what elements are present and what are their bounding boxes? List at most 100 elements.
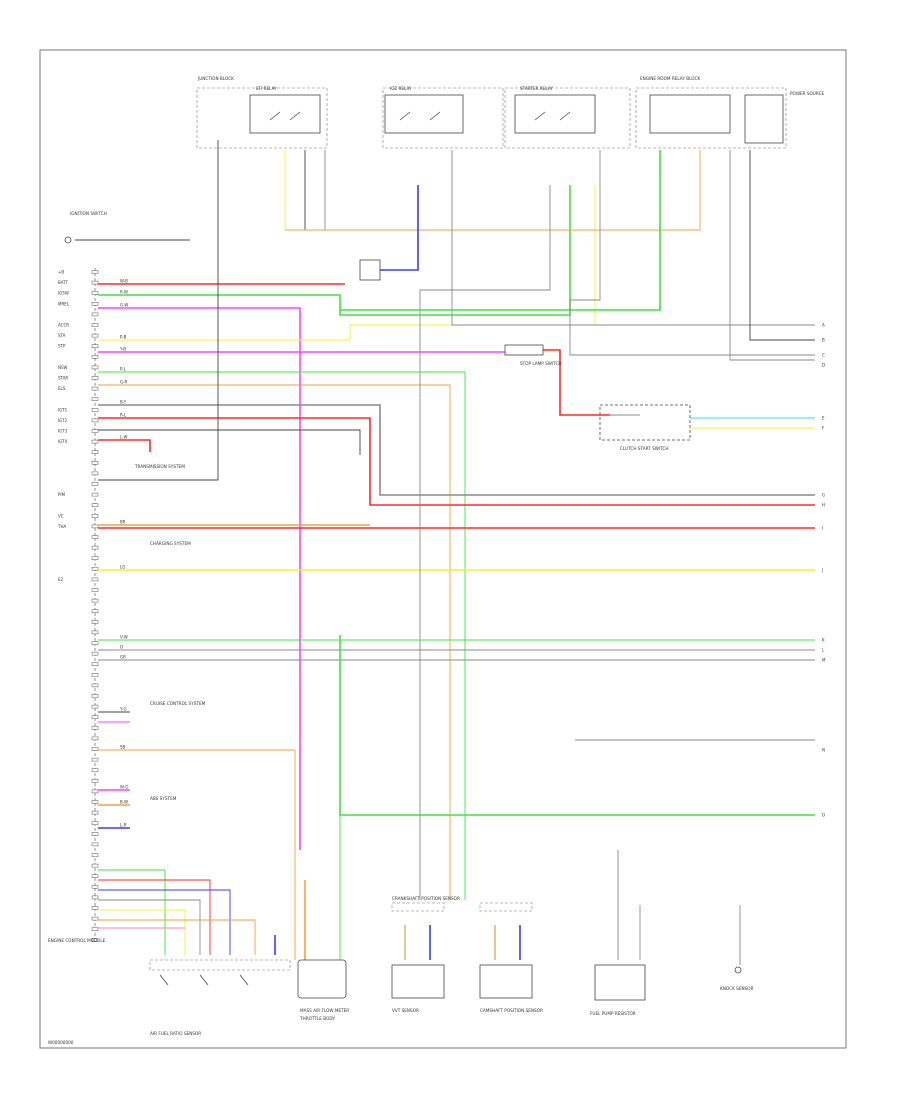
- caption-charging: CHARGING SYSTEM: [150, 541, 191, 546]
- inline-connector: [504, 344, 544, 356]
- ecm-connector: +BBATTIGSWMRELACCRSTASTPNSWSTARELSIGT1IG…: [57, 268, 99, 942]
- wire-orange-5: [285, 150, 701, 231]
- wire-code-label: P-B: [120, 335, 127, 340]
- wire-gray-11: [569, 150, 815, 356]
- ecm-pin-label: +B: [58, 270, 64, 275]
- right-edge-label: J: [821, 568, 823, 573]
- wire-black-1: [98, 429, 361, 455]
- caption-engine-room: ENGINE ROOM RELAY BLOCK: [640, 76, 701, 81]
- ecm-pin-label: NSW: [58, 365, 68, 370]
- ecm-fuse-box: [359, 259, 381, 281]
- caption-clutch: CLUTCH START SWITCH: [620, 446, 669, 451]
- caption-fuel-pump: FUEL PUMP RESISTOR: [590, 1011, 636, 1016]
- ecm-pin: [91, 736, 99, 741]
- caption-maf: MASS AIR FLOW METER: [300, 1008, 349, 1013]
- ecm-pin: [91, 450, 99, 454]
- bottom-components: [64, 236, 742, 1001]
- wire-code-label: L-W: [120, 435, 127, 440]
- caption-crank: CRANKSHAFT POSITION SENSOR: [392, 896, 460, 901]
- wire-gray-7: [451, 150, 815, 326]
- sensor-connector-1: [149, 959, 291, 971]
- ecm-pin: [91, 492, 99, 497]
- wire-code-label: LG: [120, 565, 125, 570]
- ecm-pin: [91, 832, 99, 836]
- wire-code-label: GR: [120, 655, 126, 660]
- wire-red-3: [98, 439, 151, 452]
- connector-junction: [391, 902, 445, 912]
- caption-efi-relay: EFI RELAY: [256, 86, 277, 91]
- wires: [75, 140, 815, 965]
- wire-yellow-1: [98, 185, 596, 341]
- ecm-pin: [91, 863, 99, 868]
- wire-code-label: V-W: [120, 635, 128, 640]
- caption-vvt: VVT SENSOR: [392, 1008, 419, 1013]
- engine-room-box: [744, 94, 784, 144]
- ecm-pin: [91, 280, 99, 285]
- ecm-pin-label: STA: [58, 333, 66, 338]
- right-edge-label: B: [822, 338, 825, 343]
- ecm-pin: [91, 461, 99, 465]
- right-edge-label: A: [822, 323, 825, 328]
- right-edge-label: E: [822, 416, 825, 421]
- ecm-pin: [91, 598, 99, 603]
- caption-stop-lamp: STOP LAMP SWITCH: [520, 361, 562, 366]
- ecm-pin: [91, 683, 99, 688]
- ecm-pin-label: IGT1: [58, 407, 68, 412]
- ecm-pin-label: VC: [58, 513, 64, 518]
- diagram-id: W00000000: [48, 1040, 74, 1045]
- ecm-pin-label: IGSW: [58, 291, 69, 296]
- wire-blue-2: [380, 185, 419, 271]
- throttle-body: [297, 959, 347, 999]
- caption-starter-relay: STARTER RELAY: [520, 86, 553, 91]
- wire-black-3: [98, 140, 219, 481]
- relay-3: [514, 94, 596, 134]
- wire-code-label: B-Y: [120, 400, 127, 405]
- ecm-pin: [91, 704, 99, 709]
- ecm-pin: [91, 344, 99, 348]
- right-edge-label: H: [822, 503, 825, 508]
- ecm-pin: [91, 620, 99, 624]
- ecm-pin: [91, 503, 99, 507]
- wire-code-label: W-G: [120, 785, 128, 790]
- ecm-pin-label: BATT: [58, 280, 69, 285]
- ecm-pin: [91, 747, 99, 751]
- captions: ENGINE CONTROL MODULE AIR FUEL RATIO SEN…: [48, 76, 824, 1045]
- ecm-pin-label: IGT2: [58, 418, 68, 423]
- ecm-pin: [91, 726, 99, 730]
- ecm-pin: [91, 418, 99, 423]
- ecm-pin: [91, 302, 99, 306]
- ecm-pin: [91, 545, 99, 550]
- wire-code-label: W-B: [120, 279, 128, 284]
- wire-green-2: [98, 371, 466, 900]
- relay-1: [249, 94, 321, 134]
- wire-code-label: G-R: [120, 380, 128, 385]
- ecm-pin: [91, 874, 99, 878]
- ecm-pin: [91, 842, 99, 847]
- ecm-pin: [91, 386, 99, 391]
- relay-boxes: [196, 87, 787, 149]
- ecm-pin: [91, 651, 99, 656]
- wire-gray-1: [98, 404, 815, 496]
- wire-code-label: Y-B: [119, 347, 126, 352]
- ecm-pin-label: IGT3: [58, 429, 68, 434]
- ecm-pin: [91, 439, 99, 444]
- wire-code-label: P-L: [120, 367, 127, 372]
- ecm-pin: [91, 800, 99, 804]
- wire-codes: W-BR-WG-WP-BY-BP-LG-RB-YR-LL-WBRLGV-WOGR…: [119, 279, 128, 828]
- right-edge-label: I: [822, 526, 823, 531]
- ecm-pin: [91, 916, 99, 921]
- ecm-pin: [91, 630, 99, 635]
- ecm-pin: [91, 577, 99, 582]
- ecm-pin-label: STP: [58, 344, 66, 349]
- ecm-pin: [91, 291, 99, 295]
- ecm-pin: [91, 471, 99, 476]
- wire-red-5: [543, 349, 610, 416]
- wire-orange-1: [98, 384, 451, 900]
- wire-code-label: G-W: [120, 303, 128, 308]
- caption-junction: JUNCTION BLOCK: [197, 76, 234, 81]
- right-edge-label: L: [822, 648, 825, 653]
- wire-code-label: BR: [120, 520, 126, 525]
- ecm-pin: [91, 588, 99, 592]
- ecm-pin: [91, 895, 99, 900]
